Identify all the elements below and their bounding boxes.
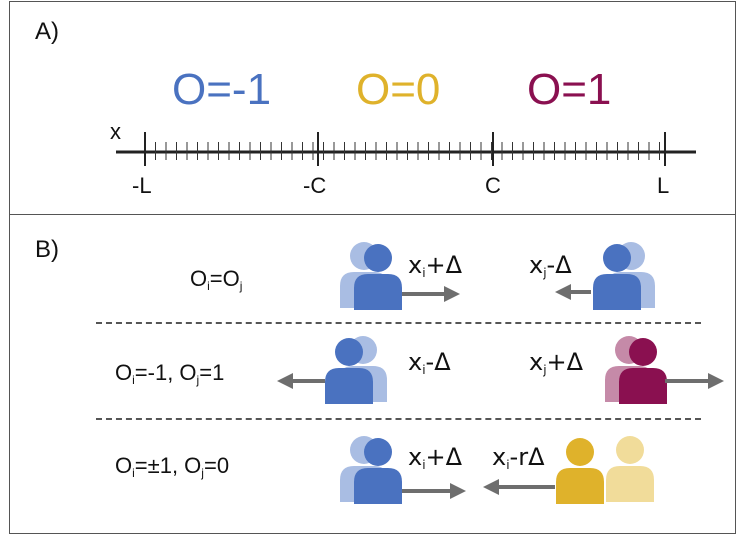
tick-label-C: C bbox=[485, 173, 501, 198]
opinion-one-label: O=1 bbox=[527, 65, 612, 114]
minor-ticks bbox=[144, 142, 660, 160]
axis-variable-label: x bbox=[110, 119, 121, 144]
people-pair-gold-icon bbox=[556, 436, 654, 504]
people-pair-blue-icon bbox=[340, 242, 402, 310]
tick-label-minus-C: -C bbox=[303, 173, 327, 198]
move-xi-plus-delta-row3: xi+Δ bbox=[408, 443, 463, 472]
panel-divider bbox=[9, 214, 736, 215]
people-pair-maroon-icon bbox=[605, 336, 667, 404]
people-pair-blue-icon bbox=[340, 436, 402, 504]
tick-label-minus-L: -L bbox=[132, 173, 152, 198]
people-pair-blue-icon bbox=[593, 242, 655, 310]
panel-a-label: A) bbox=[35, 18, 59, 45]
row-separator-2 bbox=[96, 418, 701, 420]
panel-b-label: B) bbox=[35, 236, 59, 263]
opinion-minus-one-label: O=-1 bbox=[172, 65, 272, 114]
move-xj-minus-delta: xj-Δ bbox=[529, 251, 572, 280]
opinion-zero-label: O=0 bbox=[356, 65, 441, 114]
move-xi-minus-r-delta: xi-rΔ bbox=[492, 443, 545, 472]
people-pair-blue-icon bbox=[325, 336, 387, 404]
tick-label-L: L bbox=[657, 173, 670, 198]
move-xj-plus-delta: xj+Δ bbox=[529, 348, 584, 377]
move-xi-plus-delta: xi+Δ bbox=[408, 251, 463, 280]
row-separator-1 bbox=[96, 322, 701, 324]
rule-opposite-opinions: Oi=-1, Oj=1 bbox=[115, 360, 225, 387]
move-xi-minus-delta: xi-Δ bbox=[408, 348, 451, 377]
rule-equal-opinions: Oi=Oj bbox=[190, 266, 243, 293]
rule-extreme-vs-neutral: Oi=±1, Oj=0 bbox=[115, 453, 230, 480]
figure-frame bbox=[9, 1, 736, 534]
